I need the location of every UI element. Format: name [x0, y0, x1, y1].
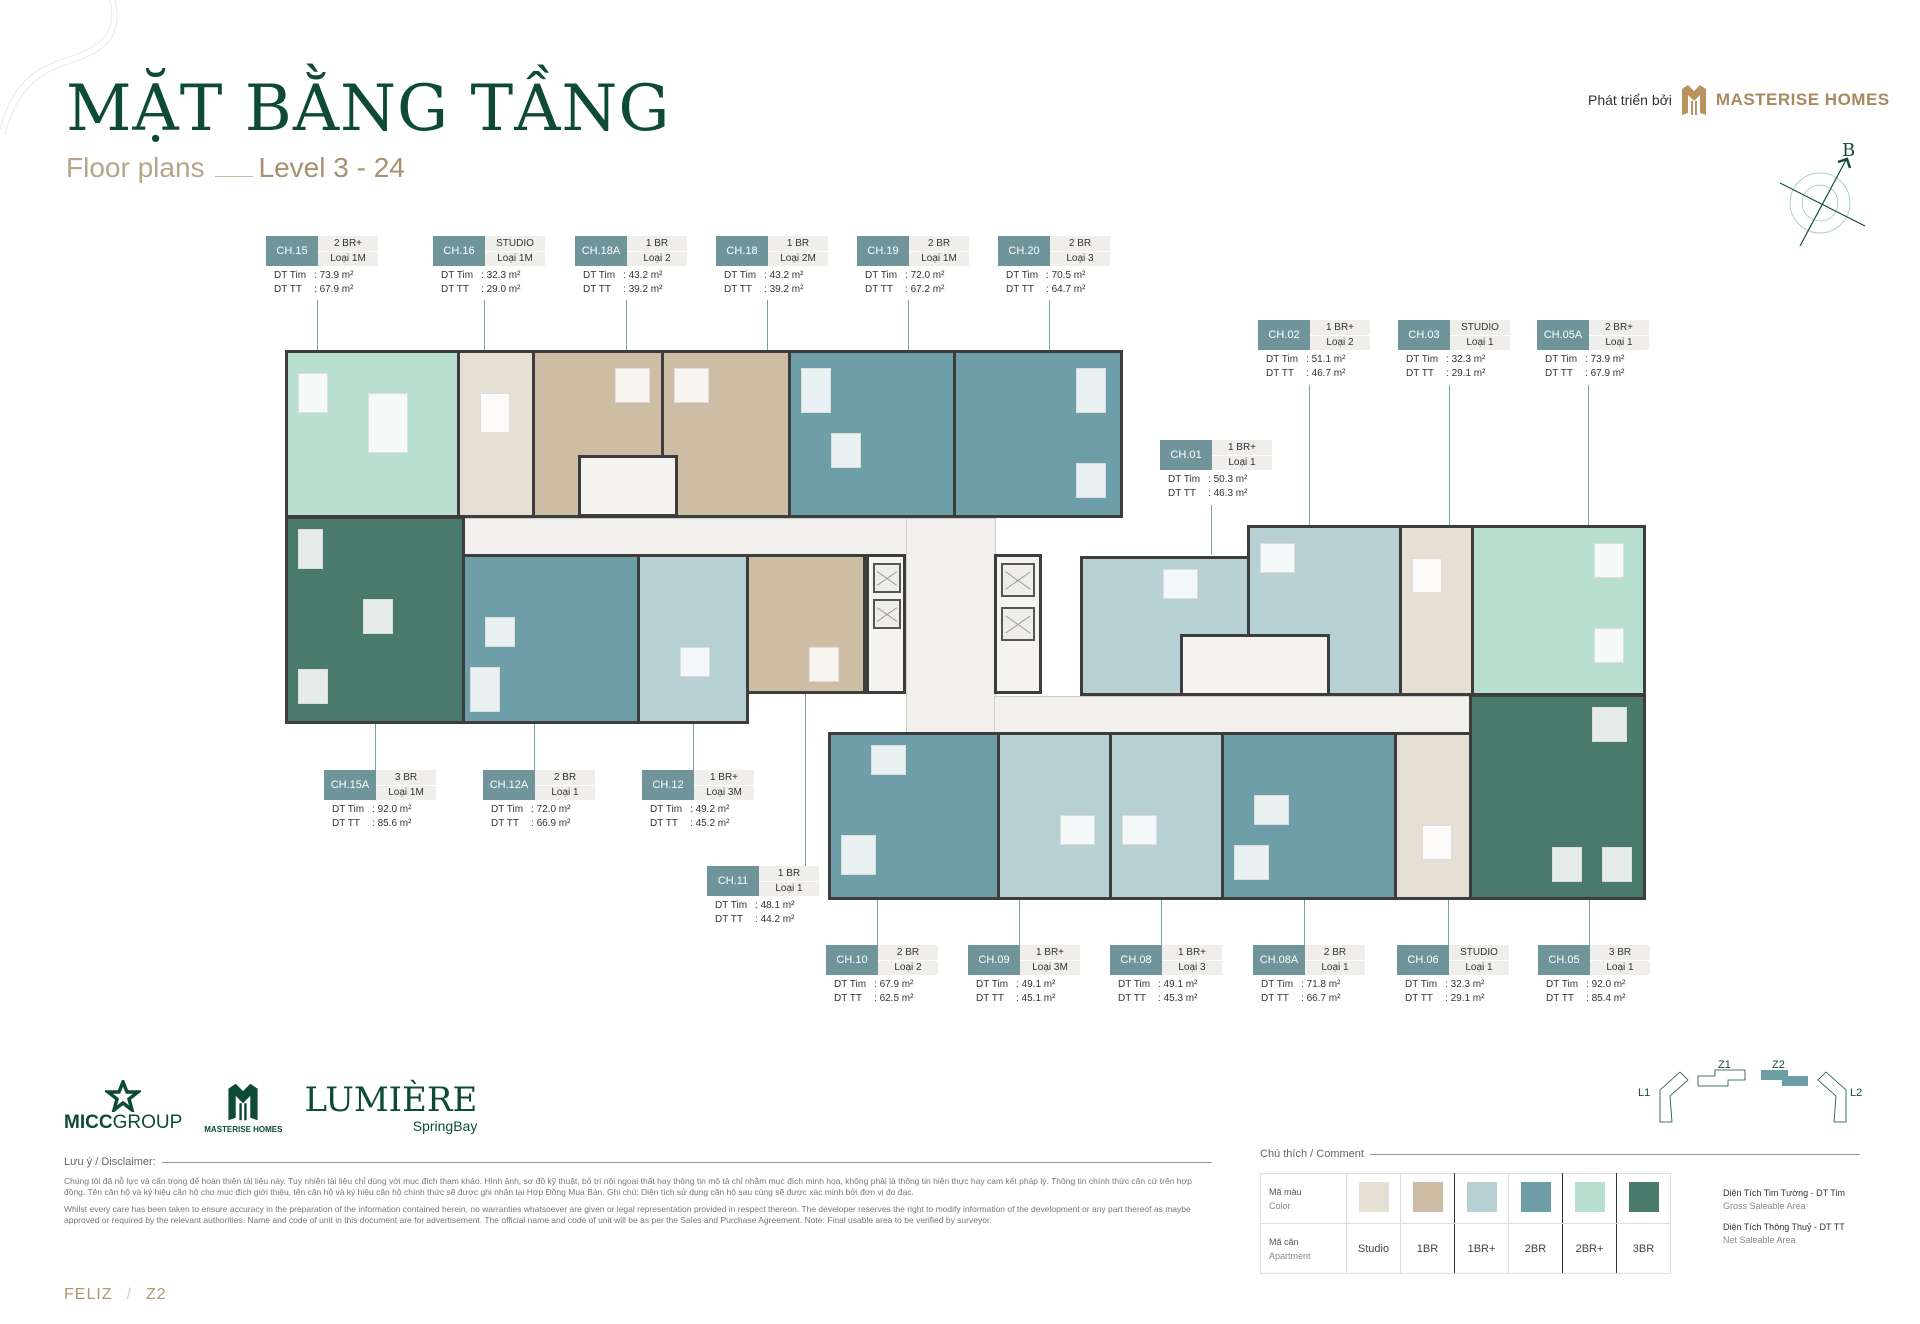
disclaimer-text: Chúng tôi đã nỗ lực và cẩn trọng để hoàn…	[64, 1176, 1214, 1232]
masterise-logo-icon	[228, 1083, 258, 1121]
apartment-ch06[interactable]	[1394, 732, 1472, 900]
level-range: Level 3 - 24	[258, 152, 405, 183]
apartment-ch05[interactable]	[1469, 694, 1646, 900]
apartment-ch11[interactable]	[746, 554, 866, 694]
swatch-3br	[1628, 1182, 1659, 1212]
apartment-ch15a[interactable]	[285, 516, 465, 724]
page-subtitle: Floor plans Level 3 - 24	[66, 152, 405, 184]
brand-logos: MICCGROUP MASTERISE HOMES LUMIÈRE Spring…	[64, 1080, 477, 1134]
apartment-ch20[interactable]	[953, 350, 1123, 518]
apartment-ch09[interactable]	[997, 732, 1112, 900]
apartment-ch15[interactable]	[285, 350, 460, 518]
lift-core-west	[866, 554, 906, 694]
apartment-ch05a[interactable]	[1471, 525, 1646, 696]
svg-text:L2: L2	[1850, 1087, 1862, 1099]
footer-zone: Z2	[146, 1286, 167, 1303]
disclaimer-vi: Chúng tôi đã nỗ lực và cẩn trọng để hoàn…	[64, 1176, 1192, 1197]
apartment-ch08a[interactable]	[1221, 732, 1397, 900]
apartment-ch10[interactable]	[828, 732, 1000, 900]
apartment-ch03[interactable]	[1399, 525, 1474, 696]
apartment-ch12[interactable]	[637, 554, 749, 724]
apartment-ch16[interactable]	[457, 350, 535, 518]
page-title: MẶT BẰNG TẦNG	[66, 72, 671, 146]
north-compass-icon: B	[1779, 140, 1866, 247]
developer-credit: Phát triển bởi MASTERISE HOMES	[1588, 83, 1890, 117]
swatch-studio	[1358, 1182, 1389, 1212]
corridor-east	[994, 696, 1506, 734]
stair-core-east	[1180, 634, 1330, 696]
swatch-1br-plus	[1466, 1182, 1497, 1212]
lift-core-east	[994, 554, 1042, 694]
key-plan-icon: L1 Z1 Z2 L2	[1638, 1060, 1862, 1123]
apartment-ch19[interactable]	[788, 350, 956, 518]
disclaimer-heading: Lưu ý / Disclaimer:	[64, 1156, 1212, 1168]
page-footer: FELIZ / Z2	[64, 1286, 167, 1303]
lobby-central	[906, 518, 996, 734]
legend-heading: Chú thích / Comment	[1260, 1148, 1860, 1160]
developer-prefix: Phát triển bởi	[1588, 92, 1672, 108]
micc-group-logo: MICCGROUP	[64, 1080, 182, 1134]
compass-label: B	[1842, 140, 1855, 161]
masterise-logo-icon	[1681, 85, 1706, 115]
svg-text:Z1: Z1	[1718, 1060, 1731, 1071]
developer-name: MASTERISE HOMES	[1715, 90, 1890, 109]
subtitle-text: Floor plans	[66, 152, 205, 183]
footer-project: FELIZ	[64, 1286, 113, 1303]
swatch-1br	[1412, 1182, 1443, 1212]
masterise-homes-logo: MASTERISE HOMES	[204, 1081, 282, 1134]
corridor-west	[425, 518, 995, 556]
subtitle-divider	[214, 176, 253, 177]
decorative-wave	[0, 0, 118, 136]
disclaimer-en: Whilst every care has been taken to ensu…	[64, 1204, 1191, 1225]
apartment-ch18[interactable]	[661, 350, 791, 518]
apartment-ch12a[interactable]	[462, 554, 640, 724]
svg-text:L1: L1	[1638, 1087, 1650, 1099]
micc-star-icon	[105, 1080, 142, 1112]
lumiere-springbay-logo: LUMIÈRE SpringBay	[304, 1080, 478, 1134]
apartment-ch08[interactable]	[1109, 732, 1224, 900]
swatch-2br-plus	[1574, 1182, 1605, 1212]
svg-text:Z2: Z2	[1772, 1060, 1785, 1071]
stair-core-west	[578, 455, 678, 517]
swatch-2br	[1520, 1182, 1551, 1212]
